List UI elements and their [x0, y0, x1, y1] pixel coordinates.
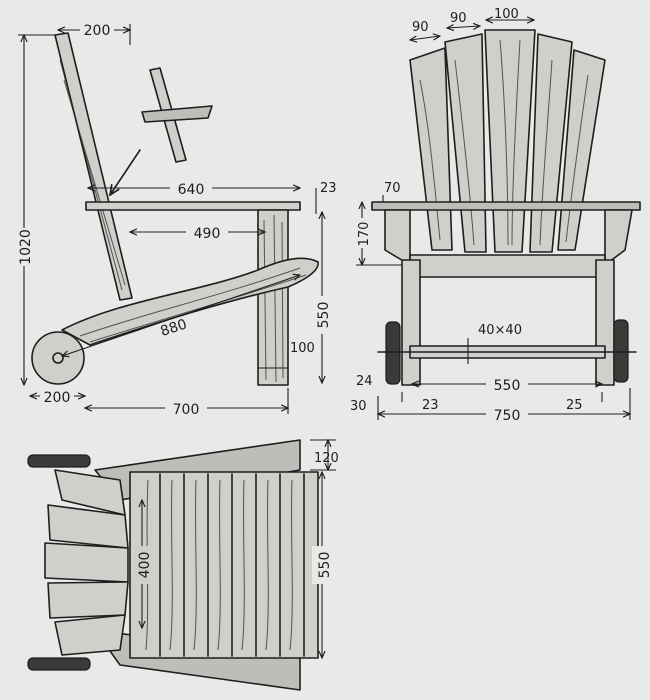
dim-seat-thickness: 23 [320, 181, 337, 196]
dim-leg-height: 550 [316, 302, 332, 329]
front-arm-support-left [384, 209, 411, 266]
top-back-slat-5 [54, 614, 126, 656]
top-back-slat-3 [44, 542, 129, 583]
front-slat-2 [444, 33, 487, 253]
dim-height-total: 1020 [18, 229, 34, 265]
dim-arm-height: 170 [357, 222, 372, 247]
dim-wheel-thick: 24 [356, 374, 373, 389]
dim-seat-depth: 640 [178, 182, 205, 198]
side-wheel-hub [52, 352, 64, 364]
side-view: 200 1020 640 23 490 880 550 100 200 [14, 21, 337, 418]
joint-detail-crosspiece [141, 105, 213, 123]
side-back-slat [54, 32, 133, 301]
top-wheel-upper [27, 454, 91, 468]
front-slat-5 [557, 49, 606, 251]
side-front-leg [257, 209, 289, 386]
front-arms [371, 201, 641, 211]
dim-rail-section: 40×40 [478, 323, 522, 338]
dim-leg-thick-right: 25 [566, 398, 583, 413]
front-arm-support-right [604, 209, 633, 266]
dim-slat-mid: 90 [450, 11, 467, 26]
front-slat-4 [529, 33, 573, 253]
top-wheel-lower [27, 657, 91, 671]
top-back-slat-4 [47, 581, 129, 619]
dim-arm-overhang: 120 [314, 451, 339, 466]
front-seat-rail [409, 254, 606, 278]
front-view: 90 90 100 70 170 40×40 24 30 23 550 25 [350, 7, 641, 424]
front-wheel-right [613, 319, 629, 383]
front-slat-1 [409, 47, 453, 251]
dim-back-offset: 200 [84, 23, 111, 39]
side-wheel [31, 331, 85, 385]
front-slat-center [484, 29, 536, 253]
dim-slat-outer: 90 [412, 20, 429, 35]
top-view: 120 400 550 [27, 439, 339, 691]
dim-seat-width: 400 [137, 552, 153, 579]
dim-wheel-offset: 200 [44, 390, 71, 406]
front-leg-left [401, 259, 421, 386]
dim-seat-inner: 490 [194, 226, 221, 242]
dim-runner: 880 [159, 316, 189, 339]
dim-inner-width: 550 [494, 378, 521, 394]
dim-overall-depth: 550 [317, 552, 333, 579]
side-arm-board [85, 201, 301, 211]
top-seat [129, 471, 319, 659]
front-leg-right [595, 259, 615, 386]
dim-hub: 30 [350, 399, 367, 414]
dim-total-width: 750 [494, 408, 521, 424]
dim-slat-center: 100 [494, 7, 519, 22]
dim-armrest: 70 [384, 181, 401, 196]
dim-leg-width: 100 [290, 341, 315, 356]
dim-base-length: 700 [173, 402, 200, 418]
dim-leg-thick: 23 [422, 398, 439, 413]
front-wheel-left [385, 321, 401, 385]
